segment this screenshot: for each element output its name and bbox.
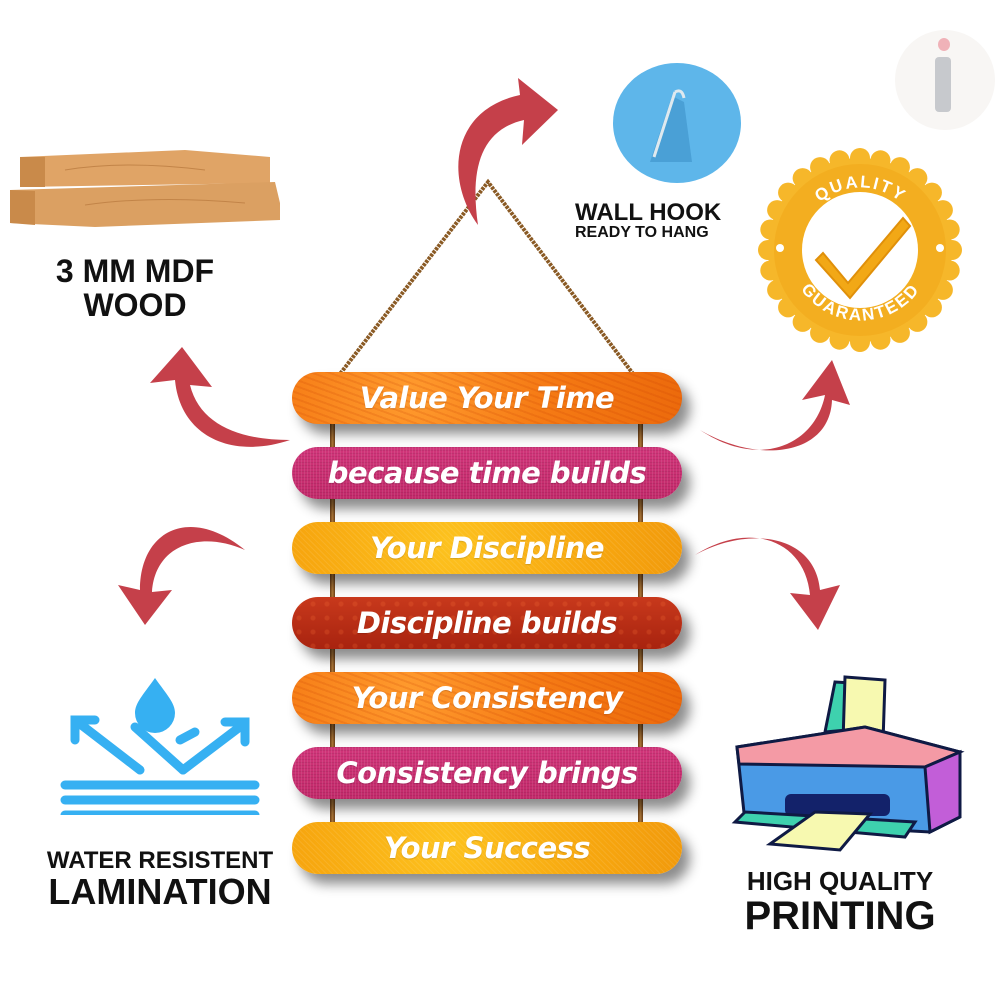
plank-2-text: because time builds [327, 456, 647, 490]
plank-6: Consistency brings [292, 747, 682, 799]
printing-label-line1: HIGH QUALITY [746, 866, 934, 896]
badge-scallop [939, 260, 960, 281]
badge-scallop [760, 260, 781, 281]
badge-scallop [850, 148, 870, 168]
plank-1-text: Value Your Time [359, 381, 615, 415]
badge-scallop [942, 240, 962, 260]
wood-label-line2: WOOD [83, 286, 187, 323]
arrow-to-water [118, 526, 245, 625]
plank-5: Your Consistency [292, 672, 682, 724]
printer-icon [731, 675, 965, 852]
plank-5-text: Your Consistency [351, 681, 623, 715]
plank-6-text: Consistency brings [336, 756, 638, 790]
arrow-to-printer [695, 537, 840, 630]
plank-2: because time builds [292, 447, 682, 499]
wood-label: 3 MM MDF WOOD [20, 253, 250, 323]
arrow-to-quality [700, 360, 850, 451]
badge-scallop [829, 150, 850, 171]
plank-7: Your Success [292, 822, 682, 874]
plank-3: Your Discipline [292, 522, 682, 574]
badge-scallop [870, 329, 891, 350]
printing-label-line2: PRINTING [744, 894, 936, 939]
arrow-to-hook [458, 78, 558, 225]
plank-4: Discipline builds [292, 597, 682, 649]
badge-scallop [850, 332, 870, 352]
plank-4-text: Discipline builds [356, 606, 618, 640]
printing-label: HIGH QUALITY PRINTING [720, 866, 960, 939]
water-label-line1: WATER RESISTENT [46, 847, 274, 874]
wall-hook-icon [613, 63, 741, 183]
plank-7-text: Your Success [383, 831, 591, 865]
plank-3-text: Your Discipline [369, 531, 605, 565]
water-resistant-icon [60, 678, 260, 815]
badge-scallop [829, 329, 850, 350]
water-label-line2: LAMINATION [48, 871, 272, 913]
badge-scallop [760, 219, 781, 240]
arrow-to-wood [150, 347, 290, 447]
wood-planks-icon [10, 150, 280, 227]
water-label: WATER RESISTENT LAMINATION [30, 848, 290, 911]
hook-label: WALL HOOK READY TO HANG [575, 200, 760, 242]
plank-1: Value Your Time [292, 372, 682, 424]
brand-i-logo-icon [895, 30, 995, 130]
hook-label-line2: READY TO HANG [575, 224, 709, 242]
badge-scallop [939, 219, 960, 240]
hook-label-line1: WALL HOOK [575, 199, 722, 226]
badge-scallop [870, 150, 891, 171]
quality-badge-icon: QUALITY GUARANTEED [758, 148, 962, 352]
badge-scallop [758, 240, 778, 260]
wood-label-line1: 3 MM MDF [55, 253, 215, 289]
